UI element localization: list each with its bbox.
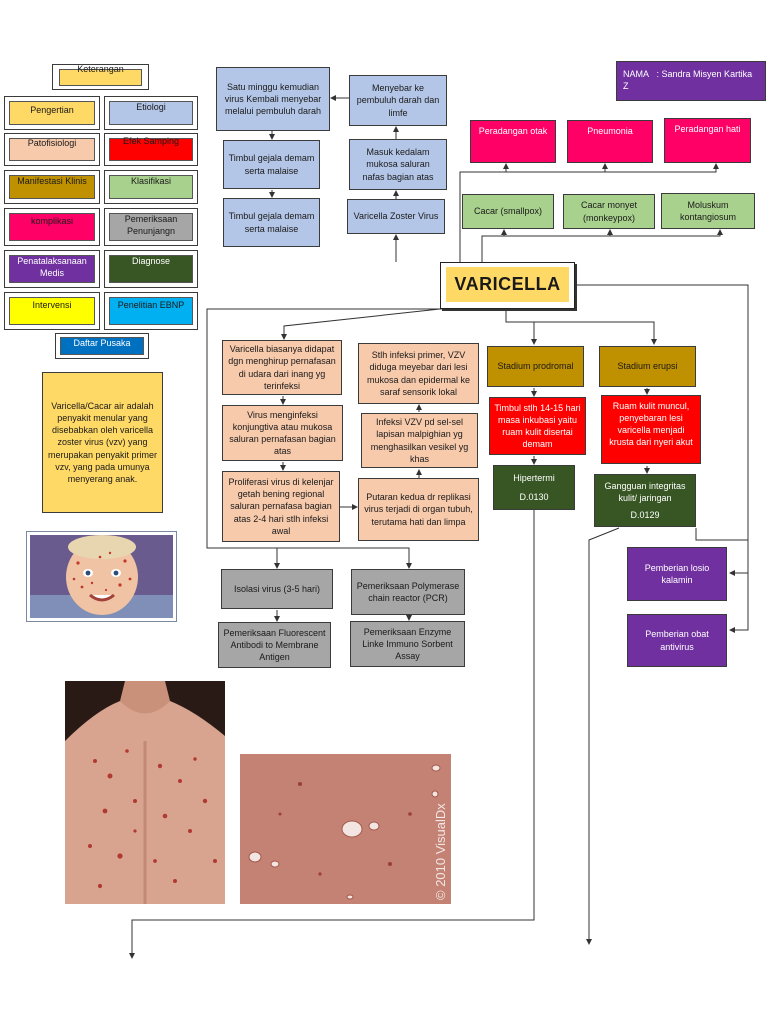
- varicella-title: VARICELLA: [446, 267, 569, 302]
- watermark: © 2010 VisualDx: [433, 803, 448, 900]
- legend-title: Keterangan: [52, 64, 149, 90]
- legend-klasifikasi: Klasifikasi: [104, 170, 198, 204]
- legend-title-text: Keterangan: [77, 63, 124, 74]
- patho-step-4: Putaran kedua dr replikasi virus terjadi…: [358, 478, 479, 541]
- etiology-week: Satu minggu kemudian virus Kembali menye…: [216, 67, 330, 131]
- stage-prodromal: Stadium prodromal: [487, 346, 584, 387]
- patho-step-3: Proliferasi virus di kelenjar getah beni…: [222, 471, 340, 542]
- nama-value: : Sandra Misyen Kartika Z: [623, 69, 753, 92]
- patho-step-5: Infeksi VZV pd sel-sel lapisan malpighia…: [361, 413, 478, 468]
- stage-erupsi: Stadium erupsi: [599, 346, 696, 387]
- complication-otak: Peradangan otak: [470, 120, 556, 163]
- diagnosis-integritas-kulit: Gangguan integritas kulit/ jaringan D.01…: [594, 474, 696, 527]
- vesicle-closeup-image: © 2010 VisualDx: [240, 754, 451, 904]
- legend-komplikasi: komplikasi: [4, 208, 100, 246]
- legend-pemeriksaan: Pemeriksaan Penunjangn: [104, 208, 198, 246]
- legend-efek-samping: Efek Samping: [104, 133, 198, 166]
- diagnosis-integritas-code: D.0129: [630, 510, 660, 521]
- baby-photo: [26, 531, 177, 622]
- treatment-antivirus: Pemberian obat antivirus: [627, 614, 727, 667]
- etiology-spread: Menyebar ke pembuluh darah dan limfe: [349, 75, 447, 126]
- back-rash-image: [65, 681, 225, 904]
- patho-step-1: Varicella biasanya didapat dgn menghirup…: [222, 340, 342, 395]
- etiology-virus: Varicella Zoster Virus: [347, 199, 445, 234]
- treatment-losio: Pemberian losio kalamin: [627, 547, 727, 601]
- stage-prodromal-desc: Timbul stlh 14-15 hari masa inkubasi yai…: [489, 397, 586, 455]
- diagnosis-hipertermi-label: Hipertermi: [513, 472, 555, 483]
- etiology-symptom-2: Timbul gejala demam serta malaise: [223, 198, 320, 247]
- nim-value: : 21218185: [657, 100, 703, 111]
- exam-fluorescent: Pemeriksaan Fluorescent Antibodi to Memb…: [218, 622, 331, 668]
- legend-diagnose: Diagnose: [104, 250, 198, 288]
- classification-smallpox: Cacar (smallpox): [462, 194, 554, 229]
- patho-step-6: Stlh infeksi primer, VZV diduga meyebar …: [358, 343, 479, 404]
- nim-label: NIM: [623, 100, 640, 111]
- vesicle-closeup-photo: © 2010 VisualDx: [240, 754, 451, 904]
- legend-manifestasi: Manifestasi Klinis: [4, 170, 100, 204]
- legend-etiologi: Etiologi: [104, 96, 198, 130]
- exam-isolation: Isolasi virus (3-5 hari): [221, 569, 333, 609]
- classification-moluskum: Moluskum kontangiosum: [661, 193, 755, 229]
- legend-pengertian: Pengertian: [4, 96, 100, 130]
- legend-patofisiologi: Patofisiologi: [4, 133, 100, 166]
- complication-pneumonia: Pneumonia: [567, 120, 653, 163]
- classification-monkeypox: Cacar monyet (monkeypox): [563, 194, 655, 229]
- legend-penelitian: Penelitian EBNP: [104, 292, 198, 330]
- legend-intervensi: Intervensi: [4, 292, 100, 330]
- etiology-symptom-1: Timbul gejala demam serta malaise: [223, 140, 320, 189]
- exam-elisa: Pemeriksaan Enzyme Linke Immuno Sorbent …: [350, 621, 465, 667]
- legend-daftar-pusaka: Daftar Pusaka: [55, 333, 149, 359]
- complication-hati: Peradangan hati: [664, 118, 751, 163]
- back-rash-photo: [65, 681, 225, 904]
- exam-pcr: Pemeriksaan Polymerase chain reactor (PC…: [351, 569, 465, 615]
- stage-erupsi-desc: Ruam kulit muncul, penyebaran lesi varic…: [601, 395, 701, 464]
- diagnosis-hipertermi-code: D.0130: [519, 492, 549, 502]
- definition-box: Varicella/Cacar air adalah penyakit menu…: [42, 372, 163, 513]
- varicella-title-box: VARICELLA: [440, 262, 575, 309]
- baby-face-image: [30, 535, 173, 618]
- nama-label: NAMA: [623, 69, 650, 79]
- diagnosis-integritas-label: Gangguan integritas kulit/ jaringan: [604, 480, 686, 503]
- patho-step-2: Virus menginfeksi konjungtiva atau mukos…: [222, 405, 343, 461]
- diagnosis-hipertermi: Hipertermi D.0130: [493, 465, 575, 510]
- legend-penatalaksanaan: Penatalaksanaan Medis: [4, 250, 100, 288]
- etiology-mucosa: Masuk kedalam mukosa saluran nafas bagia…: [349, 139, 447, 190]
- identity-box: NAMA : Sandra Misyen Kartika Z NIM : 212…: [616, 61, 766, 110]
